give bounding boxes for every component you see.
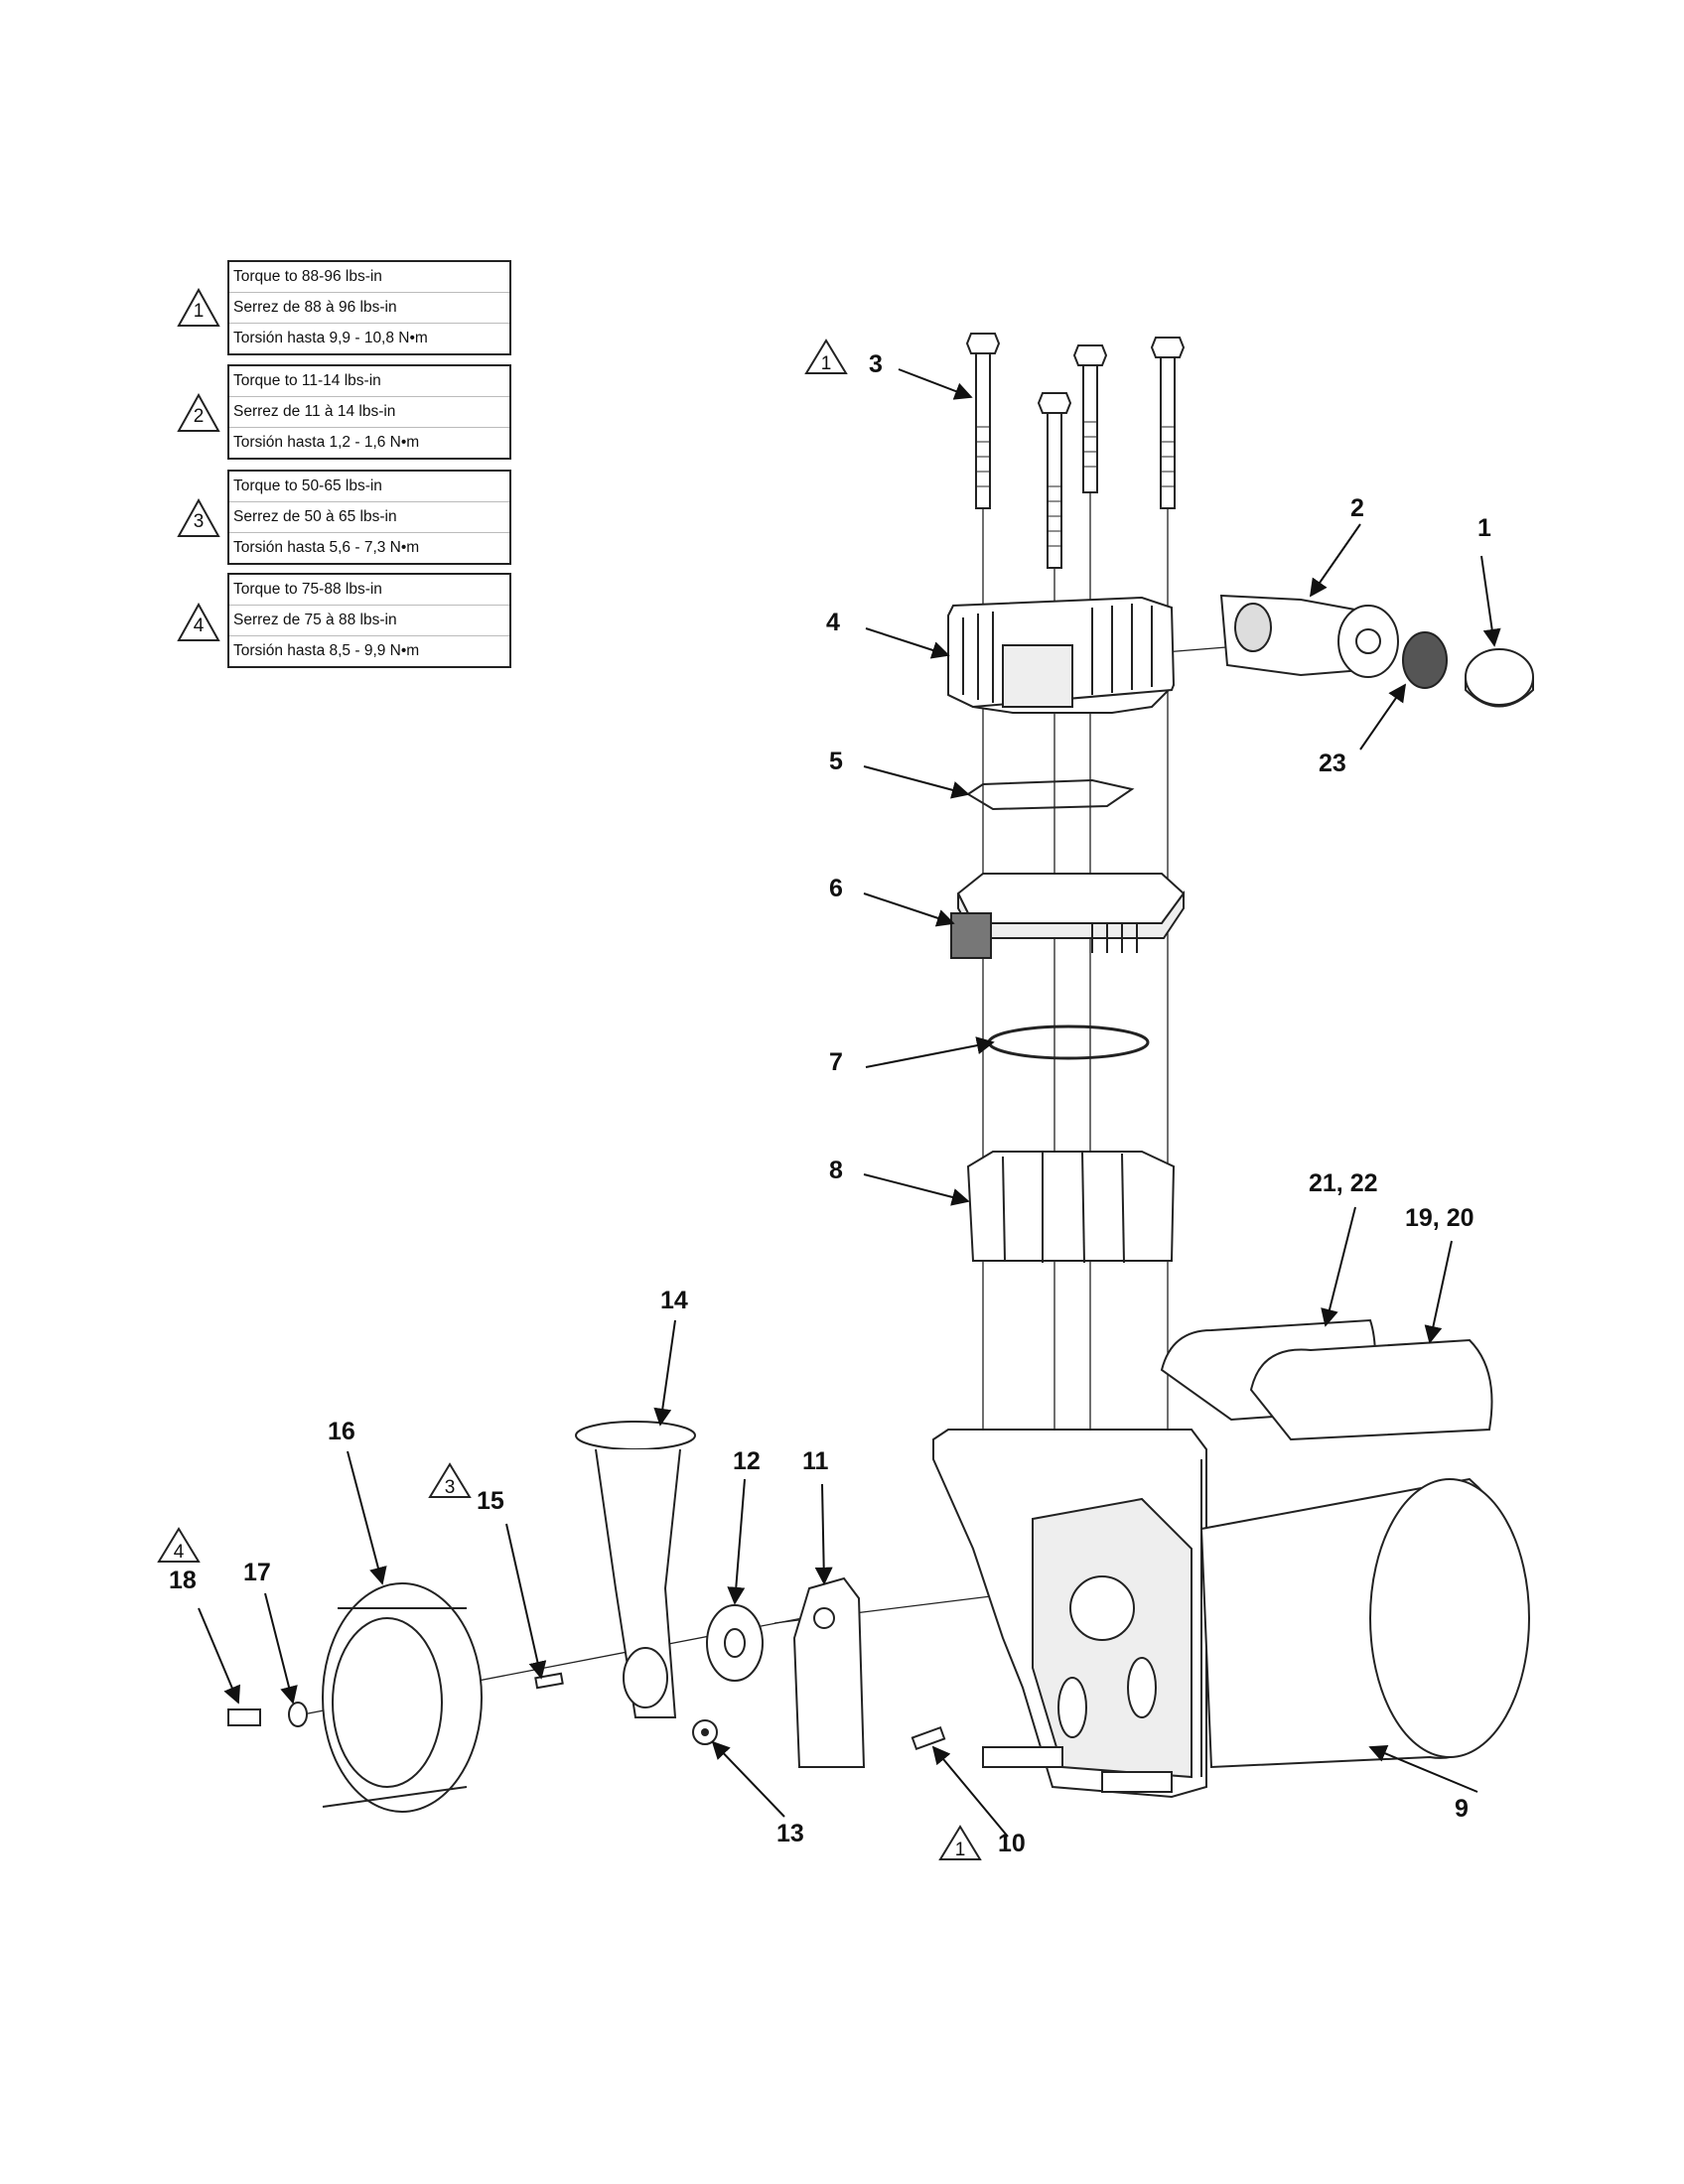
callout-part-13: 13 bbox=[776, 1820, 804, 1847]
callout-part-15: 15 bbox=[477, 1487, 504, 1515]
torque-spec-box-4: Torque to 75-88 lbs-in Serrez de 75 à 88… bbox=[227, 573, 511, 668]
nut bbox=[692, 1719, 718, 1745]
torque-symbol-1-number: 1 bbox=[193, 301, 205, 322]
callout-part-8: 8 bbox=[829, 1157, 843, 1184]
callout-part-16: 16 bbox=[328, 1418, 355, 1445]
washer bbox=[288, 1702, 308, 1727]
torque-spec-spanish: Torsión hasta 1,2 - 1,6 N•m bbox=[229, 427, 509, 458]
callout-part-2: 2 bbox=[1350, 494, 1364, 522]
callout-part-19-20: 19, 20 bbox=[1405, 1204, 1474, 1232]
torque-spec-box-2: Torque to 11-14 lbs-in Serrez de 11 à 14… bbox=[227, 364, 511, 460]
cylinder-sleeve bbox=[966, 1151, 1176, 1264]
torque-symbol-4-number: 4 bbox=[193, 615, 205, 636]
o-ring bbox=[987, 1024, 1150, 1060]
torque-mark-fan-bolt: 4 bbox=[157, 1527, 201, 1563]
callout-part-4: 4 bbox=[826, 609, 840, 636]
callout-part-14: 14 bbox=[660, 1287, 688, 1314]
callout-part-17: 17 bbox=[243, 1559, 271, 1586]
air-filter-element bbox=[1402, 631, 1448, 689]
torque-spec-spanish: Torsión hasta 8,5 - 9,9 N•m bbox=[229, 635, 509, 666]
torque-spec-spanish: Torsión hasta 5,6 - 7,3 N•m bbox=[229, 532, 509, 563]
callout-part-12: 12 bbox=[733, 1447, 761, 1475]
callout-labels: 1 2 3 4 5 6 7 8 9 10 11 12 13 14 15 16 1… bbox=[169, 350, 1491, 1857]
torque-symbol-3-number: 3 bbox=[193, 511, 205, 532]
torque-spec-english: Torque to 88-96 lbs-in bbox=[233, 268, 382, 285]
callout-part-3: 3 bbox=[869, 350, 883, 378]
rod-bolt bbox=[534, 1672, 564, 1690]
torque-spec-english: Torque to 50-65 lbs-in bbox=[233, 478, 382, 494]
leader-arrows bbox=[198, 368, 1501, 1838]
cylinder-head bbox=[947, 596, 1176, 714]
torque-symbol-2: 2 bbox=[177, 392, 220, 433]
head-bolts bbox=[965, 333, 1186, 569]
callout-part-6: 6 bbox=[829, 875, 843, 902]
fan-bolt bbox=[227, 1708, 261, 1726]
torque-spec-french: Serrez de 75 à 88 lbs-in bbox=[229, 605, 509, 635]
base-bolt bbox=[911, 1725, 946, 1751]
connecting-rod bbox=[575, 1421, 696, 1718]
callout-part-1: 1 bbox=[1477, 514, 1491, 542]
callout-part-9: 9 bbox=[1455, 1795, 1469, 1823]
motor bbox=[1160, 1318, 1530, 1777]
torque-marks: 1 4 3 1 bbox=[157, 339, 982, 1860]
torque-spec-english: Torque to 11-14 lbs-in bbox=[233, 372, 381, 389]
torque-symbol-3: 3 bbox=[177, 497, 220, 538]
torque-mark-head-bolts: 1 bbox=[804, 339, 848, 374]
head-gasket bbox=[966, 778, 1135, 811]
torque-spec-english: Torque to 75-88 lbs-in bbox=[233, 581, 382, 598]
filter-cap bbox=[1465, 648, 1534, 708]
torque-spec-french: Serrez de 11 à 14 lbs-in bbox=[229, 396, 509, 427]
torque-mark-rod-bolt: 3 bbox=[428, 1462, 472, 1498]
bearing bbox=[706, 1604, 764, 1682]
callout-part-23: 23 bbox=[1319, 750, 1346, 777]
callout-part-18: 18 bbox=[169, 1567, 197, 1594]
callout-part-11: 11 bbox=[802, 1447, 829, 1475]
torque-spec-spanish: Torsión hasta 9,9 - 10,8 N•m bbox=[229, 323, 509, 353]
callout-part-10: 10 bbox=[998, 1830, 1026, 1857]
svg-text:1: 1 bbox=[821, 353, 832, 374]
valve-plate bbox=[950, 873, 1186, 959]
callout-part-21-22: 21, 22 bbox=[1309, 1169, 1378, 1197]
torque-spec-french: Serrez de 50 à 65 lbs-in bbox=[229, 501, 509, 532]
torque-spec-box-1: Torque to 88-96 lbs-in Serrez de 88 à 96… bbox=[227, 260, 511, 355]
svg-text:1: 1 bbox=[955, 1840, 966, 1860]
torque-spec-french: Serrez de 88 à 96 lbs-in bbox=[229, 292, 509, 323]
torque-mark-base-bolt: 1 bbox=[938, 1825, 982, 1860]
eccentric-bracket bbox=[792, 1576, 866, 1768]
torque-spec-box-3: Torque to 50-65 lbs-in Serrez de 50 à 65… bbox=[227, 470, 511, 565]
torque-symbol-1: 1 bbox=[177, 287, 220, 328]
svg-text:3: 3 bbox=[445, 1477, 456, 1498]
torque-symbol-2-number: 2 bbox=[193, 406, 205, 427]
torque-symbol-4: 4 bbox=[177, 602, 220, 642]
intake-tube bbox=[1219, 594, 1399, 678]
callout-part-5: 5 bbox=[829, 748, 843, 775]
callout-part-7: 7 bbox=[829, 1048, 843, 1076]
svg-text:4: 4 bbox=[174, 1542, 185, 1563]
crankcase bbox=[932, 1429, 1207, 1799]
cooling-fan bbox=[322, 1582, 483, 1813]
